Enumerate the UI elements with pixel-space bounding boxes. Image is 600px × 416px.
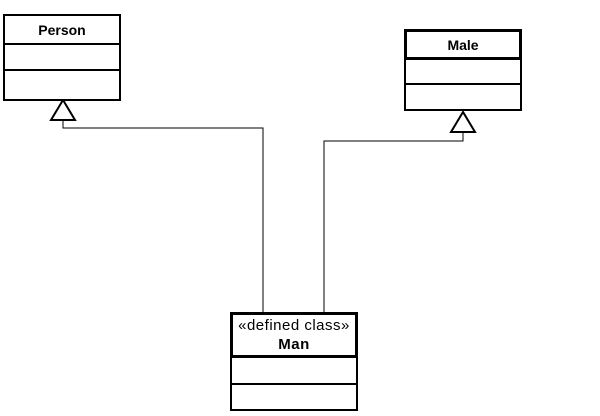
man-operations-compartment — [230, 383, 358, 411]
person-name-compartment[interactable]: Person — [3, 14, 121, 45]
male-operations-compartment — [404, 83, 522, 111]
generalization-arrowhead-icon-person[interactable] — [49, 98, 77, 121]
generalization-arrowhead-icon-male[interactable] — [449, 110, 477, 133]
man-name-compartment[interactable]: «defined class» Man — [230, 312, 358, 358]
generalization-line-man-to-person[interactable] — [62, 119, 264, 312]
man-stereotype-label: «defined class» — [238, 317, 350, 334]
male-attributes-compartment — [404, 58, 522, 85]
person-class-name: Person — [38, 21, 86, 38]
man-class-name: Man — [278, 336, 310, 353]
man-attributes-compartment — [230, 356, 358, 385]
male-name-compartment[interactable]: Male — [404, 29, 522, 60]
generalization-line-man-to-male[interactable] — [323, 131, 464, 312]
person-attributes-compartment — [3, 43, 121, 71]
male-class-name: Male — [447, 36, 479, 53]
person-operations-compartment — [3, 69, 121, 101]
